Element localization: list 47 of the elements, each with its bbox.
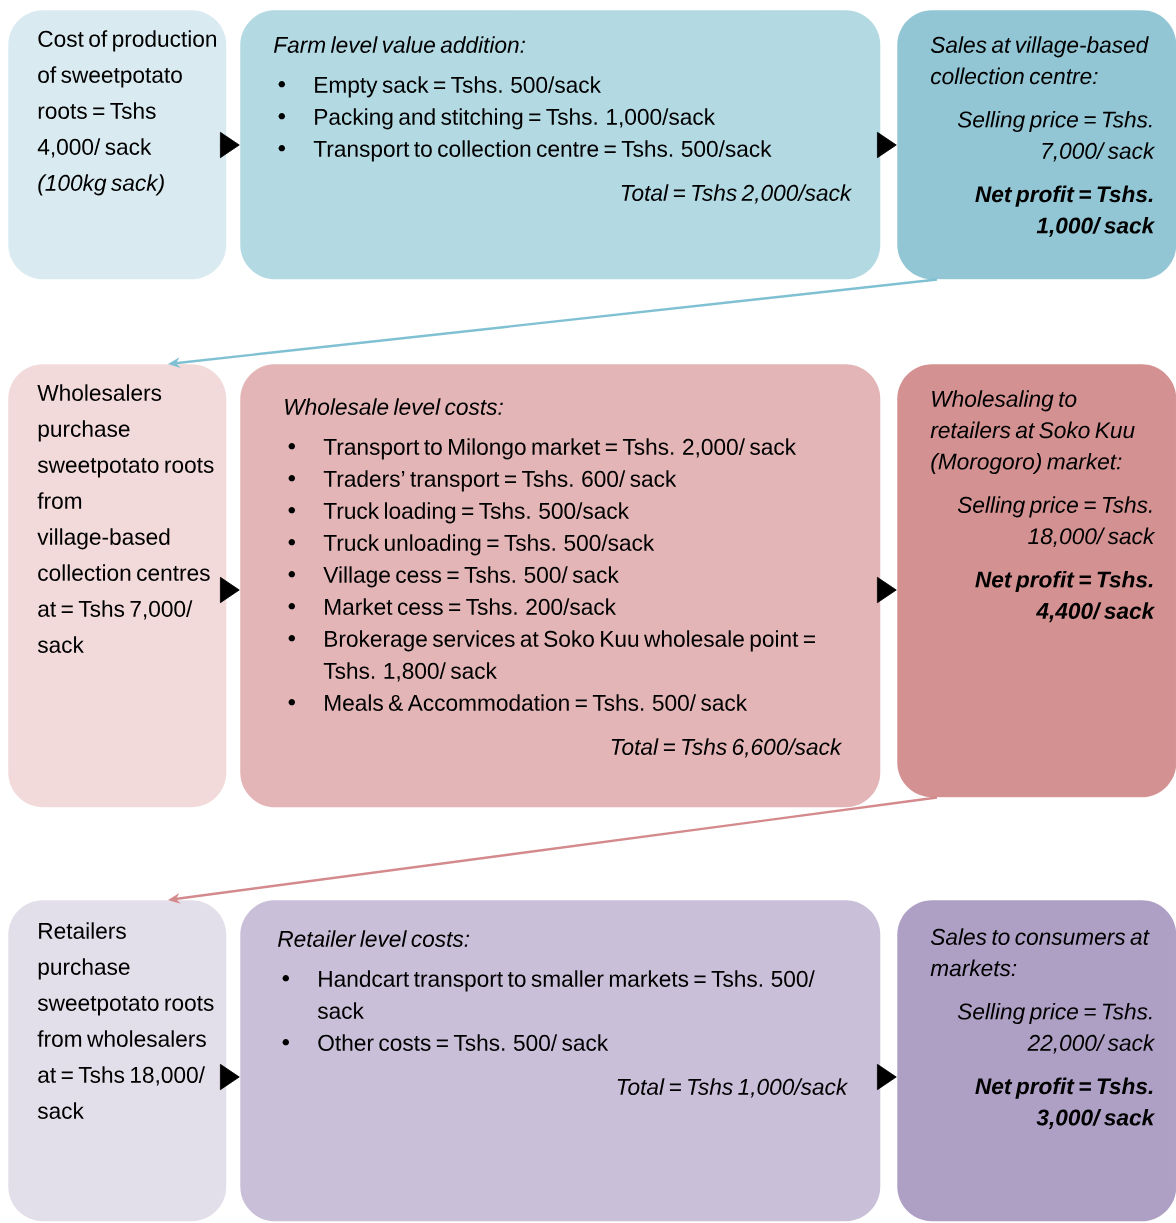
bullet-item: Market cess = Tshs. 200/sack: [325, 598, 617, 615]
info-box: [8, 364, 227, 808]
arrow: [219, 576, 240, 604]
box-text: Cost of production of sweetpotato roots = Tshs 4,000/ sack: [37, 30, 216, 158]
bullet-item: Truck unloading = Tshs. 500/sack: [323, 534, 655, 556]
bullet-item: Handcart transport to smaller markets = Tshs. 500/ sack: [317, 970, 815, 1019]
box-text: Retailers purchase sweetpotato roots from wholesalers at = Tshs 18,000/ sack: [37, 922, 214, 1119]
price-text: Selling price = Tshs. 18,000/ sack: [957, 496, 1156, 547]
note-text: (100kg sack): [38, 174, 164, 196]
bullet-item: Traders’ transport = Tshs. 600/ sack: [323, 470, 677, 492]
box-text: Wholesalers purchase sweetpotato roots from village-based collection centres at = Tshs 7,000/ sack: [37, 384, 214, 653]
heading: Sales to consumers at markets:: [930, 928, 1150, 977]
bullet-item: Packing and stitching = Tshs. 1,000/sack: [315, 108, 716, 130]
total-text: Total = Tshs 6,600/sack: [611, 738, 843, 758]
net-profit-text: Net profit = Tshs. 3,000/ sack: [975, 1077, 1156, 1129]
info-box: [8, 10, 227, 280]
arrow: [219, 1063, 240, 1091]
arrow: [876, 1063, 897, 1091]
bullet-item: Truck loading = Tshs. 500/sack: [323, 502, 630, 524]
heading: Wholesaling to retailers at Soko Kuu (Morogoro) market:: [930, 390, 1135, 475]
info-box: [897, 900, 1176, 1222]
total-text: Total = Tshs 2,000/sack: [621, 184, 853, 204]
bullet-item: Village cess = Tshs. 500/ sack: [323, 566, 619, 588]
info-box: [8, 900, 227, 1222]
arrow: [876, 576, 897, 604]
info-box: [897, 10, 1176, 280]
bullet-item: Meals & Accommodation = Tshs. 500/ sack: [325, 694, 748, 711]
info-box: [240, 364, 881, 808]
price-text: Selling price = Tshs. 7,000/ sack: [957, 110, 1156, 162]
arrow: [876, 131, 897, 159]
total-text: Total = Tshs 1,000/sack: [617, 1078, 849, 1098]
price-text: Selling price = Tshs. 22,000/ sack: [957, 1002, 1156, 1054]
info-box: [240, 10, 881, 280]
bullet-item: Transport to collection centre = Tshs. 500/sack: [313, 140, 772, 162]
arrow: [219, 131, 240, 159]
heading: Wholesale level costs:: [285, 398, 503, 415]
net-profit-text: Net profit = Tshs. 4,400/ sack: [975, 570, 1156, 623]
bullet-item: Other costs = Tshs. 500/ sack: [318, 1034, 609, 1051]
bullet-item: Brokerage services at Soko Kuu wholesale point = Tshs. 1,800/ sack: [323, 630, 815, 682]
heading: Sales at village-based collection centre:: [930, 36, 1149, 85]
bullet-item: Transport to Milongo market = Tshs. 2,000/ sack: [323, 438, 797, 460]
info-box: [897, 364, 1176, 798]
net-profit-text: Net profit = Tshs. 1,000/ sack: [975, 185, 1156, 237]
heading: Farm level value addition:: [273, 36, 526, 53]
heading: Retailer level costs:: [277, 930, 470, 947]
info-box: [240, 900, 881, 1222]
bullet-item: Empty sack = Tshs. 500/sack: [315, 76, 601, 98]
